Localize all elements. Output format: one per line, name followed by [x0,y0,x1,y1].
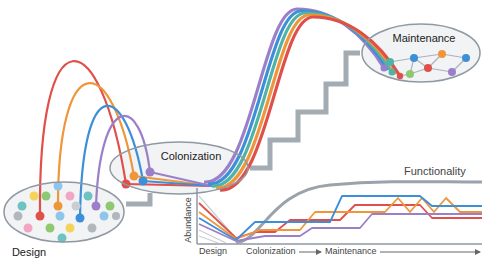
inset-chart [197,182,482,252]
strain-dot [146,168,155,177]
arch-strand [216,15,396,188]
ellipse-fill [4,182,124,242]
strain-dot [84,192,93,201]
strain-dot [56,212,65,221]
strain-dot [112,212,120,220]
strain-dot [106,202,115,211]
stage-ellipse: Colonization [108,140,250,196]
arch-strand [208,11,388,184]
abundance-line [199,236,218,243]
arch-strand [212,13,392,186]
strain-dot [130,172,139,181]
network-dot [410,54,418,62]
ellipse-outline [4,182,124,242]
stage-name: Colonization [161,150,222,162]
network-dot [438,50,446,58]
strain-dot [58,234,67,243]
strain-dot [76,214,85,223]
strain-dot [36,212,45,221]
abundance-lines [199,196,482,241]
ellipse-outline [360,22,482,84]
strain-dot [100,212,109,221]
abundance-line [199,198,482,239]
stage-name: Maintenance [393,32,456,44]
stage-name: Design [12,246,46,258]
strain-dot [18,202,27,211]
stair-connector [126,193,150,204]
abundance-line [199,203,482,238]
network-dots [381,50,471,79]
strain-dot [42,192,51,201]
ellipse-outline [108,140,250,196]
phase-label: Maintenance [325,247,377,257]
phase-arrow [299,252,321,253]
phase-arrow [380,252,480,253]
network-links [390,54,466,76]
network-dot [406,70,414,78]
network-dot [424,64,432,72]
strain-dot [72,202,81,211]
network-dot [381,65,388,72]
curve-label: Functionality [404,165,466,177]
strain-dot [30,192,39,201]
strain-dot [46,224,55,233]
abundance-line [199,196,482,240]
network-link [414,54,442,58]
strain-dot [88,224,97,233]
abundance-line [199,214,482,241]
strain-dot [92,202,101,211]
strain-dot [24,224,33,233]
y-axis [196,188,198,244]
network-dot [386,58,394,66]
arch-bundle [204,9,400,190]
converging-line [150,172,212,186]
strain-dot [66,192,75,201]
phase-label: Colonization [246,247,296,257]
design-pool [14,182,121,243]
converging-lines [126,172,212,186]
strain-dot [139,177,148,186]
ellipse-outline [110,142,248,194]
stage-ellipse: Maintenance [360,22,482,84]
axis-title: Abundance [184,197,194,243]
stage-ellipse: Design [2,180,126,260]
selection-curves [40,61,150,218]
phase-label: Design [199,247,227,257]
network-dot [448,68,456,76]
strain-dot [66,224,75,233]
ellipse-outline [362,24,480,82]
selection-curve [96,116,150,206]
strain-dot [14,212,23,221]
strain-dot [54,202,63,211]
network-dot [389,69,396,76]
network-dot [462,54,470,62]
network-dot [397,73,403,79]
